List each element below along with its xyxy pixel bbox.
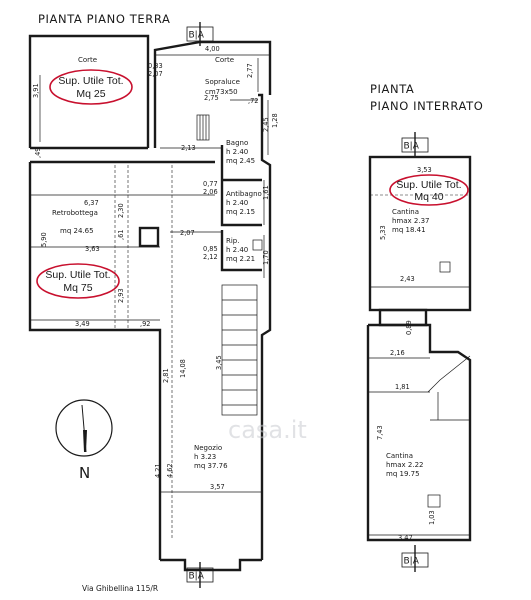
retrobottega-area: mq 24.65 — [60, 227, 94, 235]
compass-north-label: N — [79, 464, 90, 482]
dim-6-37: 6,37 — [84, 199, 99, 207]
rip-area: mq 2.21 — [226, 255, 255, 263]
dim-4-00: 4,00 — [205, 45, 220, 53]
room-cantina-2: Cantina — [386, 452, 413, 460]
room-cantina-1: Cantina — [392, 208, 419, 216]
dim-2-77: 2,77 — [246, 63, 254, 78]
dim-4-62: 4,62 — [166, 463, 174, 478]
room-retrobottega: Retrobottega — [52, 209, 98, 217]
dim-3-57: 3,57 — [210, 483, 225, 491]
dim-0-77: 0,77 — [203, 180, 218, 188]
dim-5-90: 5,90 — [40, 232, 48, 247]
basement-section-label-top: B|A — [404, 142, 420, 152]
room-corte-left: Corte — [78, 56, 97, 64]
dim-61: ,61 — [117, 230, 125, 241]
ground-section-marker-top: B|A — [186, 22, 214, 46]
dim-2-07: 2,07 — [148, 70, 163, 78]
dim-2-30: 2,30 — [117, 203, 125, 218]
dim-2-16: 2,16 — [390, 349, 405, 357]
dim-72: ,72 — [248, 97, 259, 105]
cantina-1-height: hmax 2.37 — [392, 217, 430, 225]
badge-40-line1: Sup. Utile Tot. — [396, 179, 461, 191]
antibagno-height: h 2.40 — [226, 199, 248, 207]
dim-2-43: 2,43 — [400, 275, 415, 283]
dim-2-81: 2,81 — [162, 368, 170, 383]
room-bagno: Bagno — [226, 139, 248, 147]
basement-title-line2: PIANO INTERRATO — [370, 99, 483, 113]
dim-49: ,49 — [34, 148, 42, 159]
dim-3-47: 3,47 — [398, 534, 413, 542]
dim-2-45: 2,45 — [262, 117, 270, 132]
badge-75-line1: Sup. Utile Tot. — [45, 269, 110, 281]
basement-section-marker-top: B|A — [401, 132, 429, 158]
room-rip: Rip. — [226, 237, 239, 245]
dim-0-85: 0,85 — [203, 245, 218, 253]
basement-walls — [366, 155, 472, 542]
antibagno-area: mq 2.15 — [226, 208, 255, 216]
ground-floor-area-badge-75: Sup. Utile Tot. Mq 75 — [36, 263, 120, 299]
rip-height: h 2.40 — [226, 246, 248, 254]
dim-3-91: 3,91 — [32, 83, 40, 98]
dim-7-43: 7,43 — [376, 425, 384, 440]
dim-5-33: 5,33 — [379, 225, 387, 240]
street-address: Via Ghibellina 115/R — [82, 584, 158, 593]
dim-1-61: 1,61 — [262, 185, 270, 200]
compass-needle-icon — [83, 430, 87, 452]
dim-0-89: 0,89 — [405, 320, 413, 335]
ground-section-label-bottom: B|A — [189, 572, 205, 582]
dim-92: ,92 — [140, 320, 151, 328]
cantina-2-height: hmax 2.22 — [386, 461, 424, 469]
ground-floor-title: PIANTA PIANO TERRA — [38, 12, 170, 26]
badge-40-line2: Mq 40 — [414, 191, 443, 203]
badge-25-line1: Sup. Utile Tot. — [58, 75, 123, 87]
dim-4-21: 4,21 — [154, 463, 162, 478]
bagno-area: mq 2.45 — [226, 157, 255, 165]
dim-3-63: 3,63 — [85, 245, 100, 253]
ground-floor-dimension-lines — [30, 54, 270, 540]
ground-section-label-top: B|A — [189, 31, 205, 41]
room-antibagno: Antibagno — [226, 190, 262, 198]
room-corte-right: Corte — [215, 56, 234, 64]
basement-title-line1: PIANTA — [370, 82, 414, 96]
compass-ring — [55, 399, 113, 457]
badge-25-line2: Mq 25 — [76, 88, 105, 100]
dim-3-49: 3,49 — [75, 320, 90, 328]
north-compass: N — [55, 399, 113, 482]
ground-floor-area-badge-25: Sup. Utile Tot. Mq 25 — [49, 69, 133, 105]
negozio-height: h 3.23 — [194, 453, 216, 461]
cantina-1-area: mq 18.41 — [392, 226, 426, 234]
room-sopraluce: Sopraluce — [205, 78, 240, 86]
dim-2-93: 2,93 — [117, 288, 125, 303]
dim-1-03: 1,03 — [428, 510, 436, 525]
dim-1-70: 1,70 — [262, 250, 270, 265]
dim-1-81: 1,81 — [395, 383, 410, 391]
dim-2-75: 2,75 — [204, 94, 219, 102]
basement-section-marker-bottom: B|A — [401, 545, 429, 572]
dim-14-08: 14,08 — [179, 359, 187, 378]
negozio-area: mq 37.76 — [194, 462, 228, 470]
dim-2-07b: 2,07 — [180, 229, 195, 237]
dim-2-06: 2,06 — [203, 188, 218, 196]
badge-75-line2: Mq 75 — [63, 282, 92, 294]
bagno-height: h 2.40 — [226, 148, 248, 156]
dim-3-45: 3,45 — [215, 355, 223, 370]
basement-section-label-bottom: B|A — [404, 557, 420, 567]
cantina-2-area: mq 19.75 — [386, 470, 420, 478]
dim-1-28: 1,28 — [271, 113, 279, 128]
sopraluce-size: cm73x50 — [205, 88, 238, 96]
dim-2-12: 2,12 — [203, 253, 218, 261]
room-negozio: Negozio — [194, 444, 222, 452]
dim-2-13: 2,13 — [181, 144, 196, 152]
dim-3-53: 3,53 — [417, 166, 432, 174]
dim-0-83: 0,83 — [148, 62, 163, 70]
basement-area-badge-40: Sup. Utile Tot. Mq 40 — [389, 174, 469, 206]
ground-floor-walls — [28, 34, 272, 572]
watermark-text: casa.it — [228, 416, 307, 444]
ground-section-marker-bottom: B|A — [186, 562, 214, 588]
